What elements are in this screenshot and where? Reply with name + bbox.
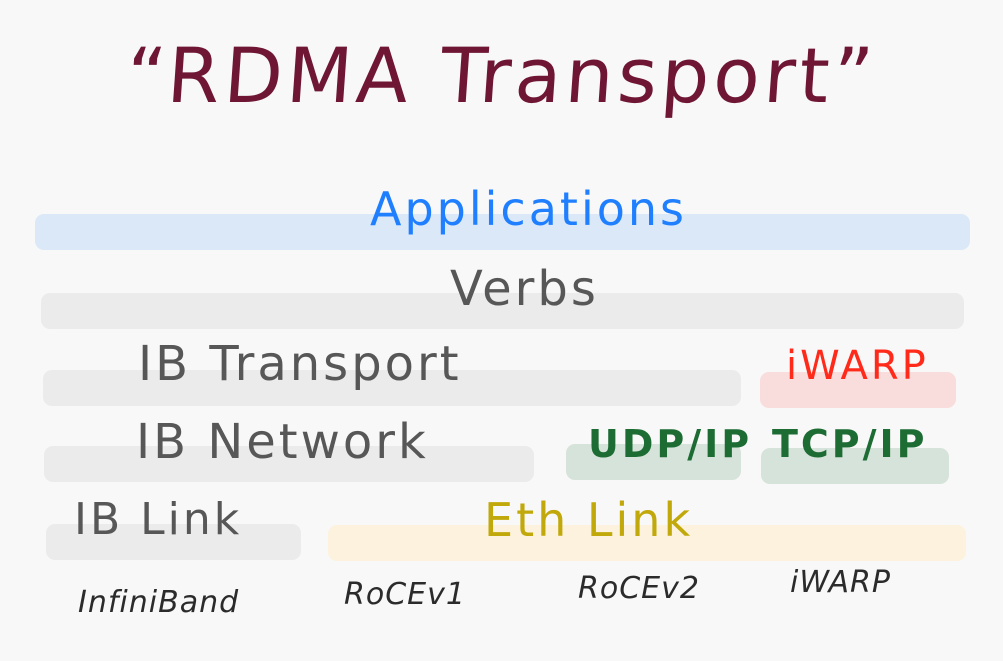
tcp-ip-label: TCP/IP [772,422,928,466]
verbs-bar [41,293,964,329]
verbs-label: Verbs [450,261,599,317]
ib-network-label: IB Network [136,414,429,470]
ib-network-bar [44,446,534,482]
applications-label: Applications [370,182,687,236]
footer-infiniband-label: InfiniBand [78,585,240,620]
udp-ip-label: UDP/IP [588,422,753,466]
eth-link-bar [328,525,966,561]
ib-link-label: IB Link [74,494,243,545]
iwarp-bar [760,372,956,408]
footer-rocev1-label: RoCEv1 [344,577,466,612]
iwarp-label: iWARP [786,343,929,389]
ib-link-bar [46,524,301,560]
eth-link-label: Eth Link [484,493,694,547]
tcp-ip-bar [761,448,949,484]
udp-ip-bar [566,444,741,480]
diagram-title: “RDMA Transport” [123,31,880,120]
footer-rocev2-label: RoCEv2 [578,571,700,606]
applications-bar [35,214,970,250]
ib-transport-label: IB Transport [138,336,462,392]
footer-iwarp-label: iWARP [790,565,891,600]
ib-transport-bar [43,370,741,406]
